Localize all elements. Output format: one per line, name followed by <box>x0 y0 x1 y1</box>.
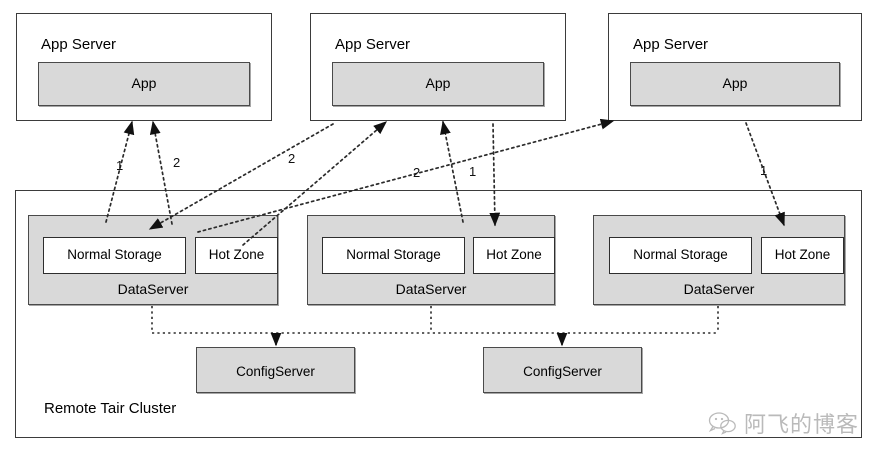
app-label-2: App <box>425 75 451 91</box>
normal-storage-1: Normal Storage <box>43 237 186 274</box>
wechat-bubble-icon <box>708 412 736 435</box>
watermark-text: 阿飞的博客 <box>743 413 859 438</box>
config-server-label-1: ConfigServer <box>236 364 315 379</box>
app-server-box-3: App Server App <box>608 13 862 121</box>
data-server-name-1: DataServer <box>117 281 189 297</box>
app-box-2: App <box>332 62 544 106</box>
config-server-box-1: ConfigServer <box>196 347 355 393</box>
hot-zone-1: Hot Zone <box>195 237 278 274</box>
cluster-title: Remote Tair Cluster <box>44 400 177 417</box>
app-label-1: App <box>131 75 157 91</box>
data-server-box-1: Normal Storage Hot Zone DataServer <box>28 215 278 305</box>
app-label-3: App <box>722 75 748 91</box>
hot-zone-3: Hot Zone <box>761 237 844 274</box>
data-server-box-3: Normal Storage Hot Zone DataServer <box>593 215 845 305</box>
hot-zone-label-1: Hot Zone <box>208 247 265 262</box>
app-box-3: App <box>630 62 840 106</box>
normal-storage-label-3: Normal Storage <box>633 247 728 262</box>
edge-label-2c: 2 <box>413 165 421 180</box>
app-server-title-3: App Server <box>633 36 709 53</box>
data-server-name-3: DataServer <box>683 281 755 297</box>
app-server-box-2: App Server App <box>310 13 566 121</box>
hot-zone-label-3: Hot Zone <box>774 247 831 262</box>
edge-label-1b: 1 <box>469 164 477 179</box>
config-server-label-2: ConfigServer <box>523 364 602 379</box>
normal-storage-2: Normal Storage <box>322 237 465 274</box>
edge-label-2b: 2 <box>288 151 296 166</box>
normal-storage-3: Normal Storage <box>609 237 752 274</box>
edge-label-1a: 1 <box>116 158 124 173</box>
app-server-box-1: App Server App <box>16 13 272 121</box>
data-server-name-2: DataServer <box>395 281 467 297</box>
hot-zone-label-2: Hot Zone <box>486 247 542 262</box>
normal-storage-label-2: Normal Storage <box>346 247 441 262</box>
watermark: 阿飞的博客 <box>707 407 859 439</box>
config-server-box-2: ConfigServer <box>483 347 642 393</box>
normal-storage-label-1: Normal Storage <box>67 247 162 262</box>
data-server-box-2: Normal Storage Hot Zone DataServer <box>307 215 555 305</box>
app-server-title-1: App Server <box>41 36 117 53</box>
app-server-title-2: App Server <box>335 36 411 53</box>
edge-label-2a: 2 <box>173 155 181 170</box>
edge-label-1c: 1 <box>760 163 768 178</box>
app-box-1: App <box>38 62 250 106</box>
hot-zone-2: Hot Zone <box>473 237 555 274</box>
